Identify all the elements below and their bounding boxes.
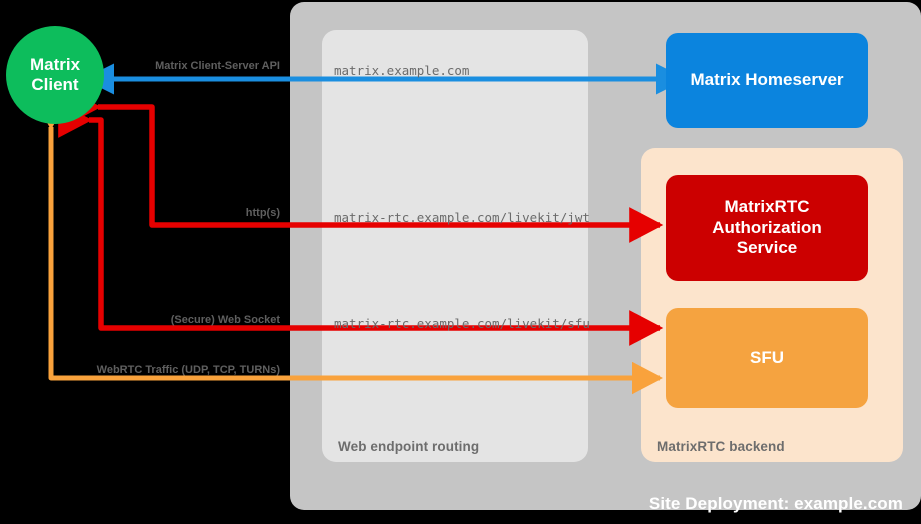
node-matrix-client[interactable]: Matrix Client (6, 26, 104, 124)
node-matrix-client-line2: Client (31, 75, 79, 94)
edge-label-client-server-api: Matrix Client-Server API (155, 60, 280, 72)
node-sfu[interactable]: SFU (666, 308, 868, 408)
panel-label-web-endpoint-routing: Web endpoint routing (338, 439, 480, 454)
node-matrix-homeserver[interactable]: Matrix Homeserver (666, 33, 868, 128)
edge-label-jwt-http: http(s) (245, 207, 280, 219)
node-auth-line3: Service (736, 238, 798, 258)
panel-label-site-deployment: Site Deployment: example.com (648, 494, 903, 513)
url-livekit-sfu: matrix-rtc.example.com/livekit/sfu (334, 316, 590, 331)
edge-label-webrtc-media: WebRTC Traffic (UDP, TCP, TURNs) (96, 364, 280, 376)
url-livekit-jwt: matrix-rtc.example.com/livekit/jwt (334, 210, 590, 225)
node-auth-line2: Authorization (712, 217, 822, 237)
panel-label-matrixrtc-backend: MatrixRTC backend (657, 439, 785, 454)
url-matrix-example-com: matrix.example.com (334, 63, 470, 78)
node-sfu-label: SFU (750, 347, 784, 367)
node-auth-line1: MatrixRTC (724, 196, 810, 216)
node-matrixrtc-authorization-service[interactable]: MatrixRTC Authorization Service (666, 175, 868, 281)
node-matrix-client-line1: Matrix (29, 54, 81, 74)
edge-webrtc-media (34, 99, 664, 395)
edge-label-sfu-websocket: (Secure) Web Socket (170, 314, 280, 326)
node-matrix-homeserver-label: Matrix Homeserver (690, 70, 844, 90)
